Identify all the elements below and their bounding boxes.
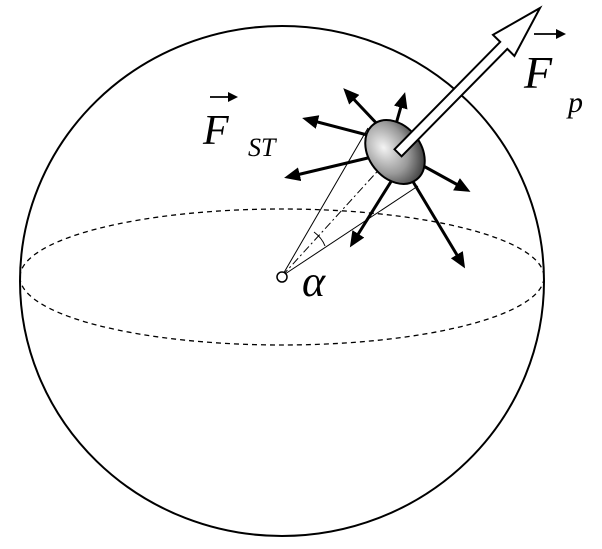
surface-tension-label: F ST bbox=[202, 92, 277, 162]
equator-back bbox=[19, 208, 545, 278]
st-arrow-left-upper bbox=[302, 115, 376, 139]
st-arrow-up bbox=[343, 88, 382, 129]
st-arrow-right bbox=[417, 161, 471, 192]
st-arrow-left-lower bbox=[284, 155, 373, 182]
axis-dashdot-line bbox=[281, 151, 396, 277]
pressure-force-symbol: F bbox=[523, 47, 553, 98]
pressure-force-arrow bbox=[393, 5, 543, 158]
angle-arc bbox=[313, 231, 326, 247]
st-arrow-downright bbox=[410, 179, 466, 269]
equator-front bbox=[19, 276, 545, 346]
st-arrow-upright bbox=[393, 92, 408, 125]
surface-tension-subscript: ST bbox=[248, 133, 277, 162]
pressure-force-label: F p bbox=[523, 29, 583, 119]
surface-tension-arrows bbox=[284, 88, 471, 269]
surface-tension-symbol: F bbox=[202, 108, 229, 154]
sphere-center-point bbox=[276, 271, 288, 283]
st-arrow-down bbox=[349, 179, 394, 248]
angle-label: α bbox=[302, 257, 326, 306]
pressure-force-subscript: p bbox=[566, 86, 583, 119]
